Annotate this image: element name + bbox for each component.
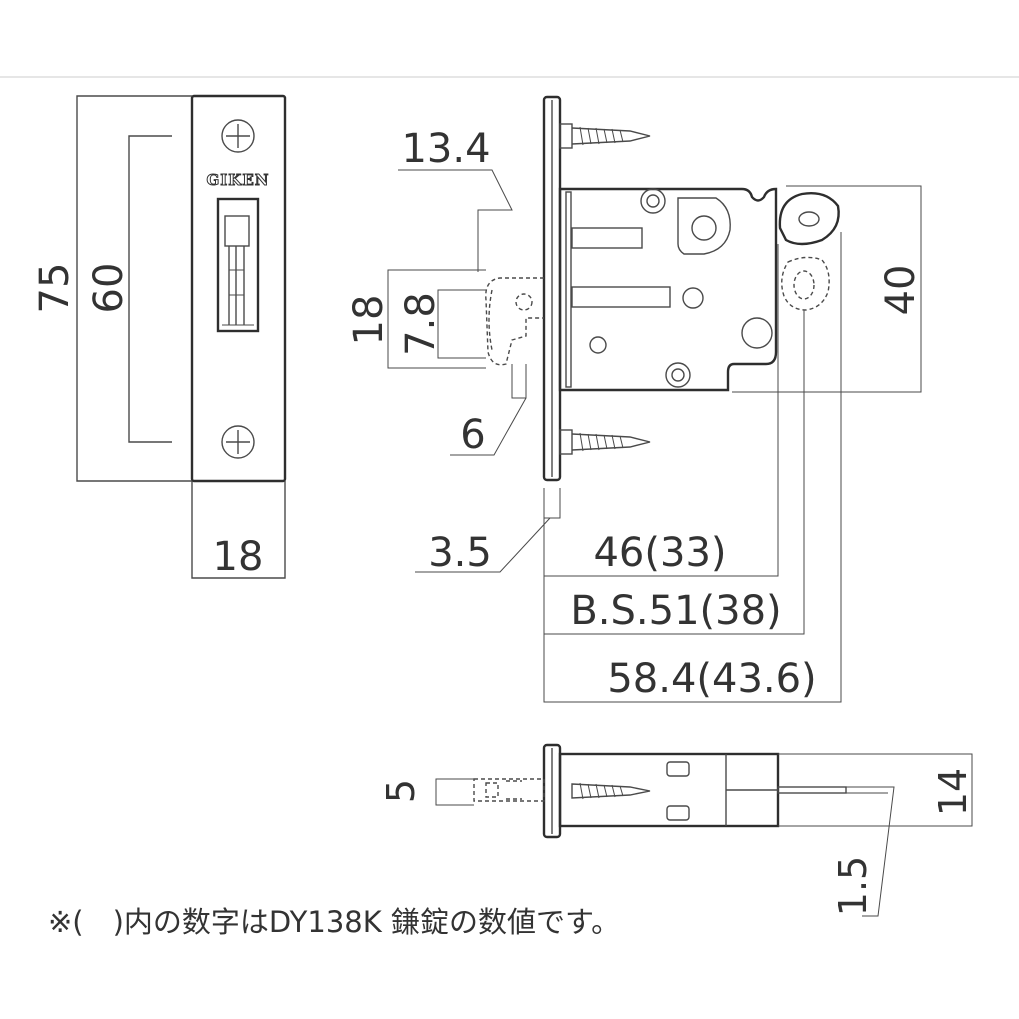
top-screw-icon-view (571, 783, 651, 799)
dim-faceplate-offset: 13.4 (401, 126, 490, 172)
top-view: 5 14 1.5 (379, 743, 975, 917)
footnote: ※( )内の数字はDY138K 鎌錠の数値です。 (48, 905, 620, 939)
dim-overall-depth: 58.4(43.6) (607, 656, 816, 702)
lever-arm (778, 192, 840, 246)
brand-logo: GIKEN (206, 171, 269, 189)
upper-wood-screw-icon (559, 123, 651, 149)
dim-body-height: 40 (878, 265, 924, 316)
cam-plate (677, 197, 731, 255)
dim-hook-height: 18 (346, 295, 392, 346)
dim-top-thickness: 5 (379, 779, 423, 803)
bottom-rivet-icon (665, 362, 691, 388)
dim-hook-inner: 7.8 (398, 292, 444, 356)
upper-slot (571, 227, 643, 249)
dim-front-height: 75 (32, 263, 78, 314)
faceplate-outline (190, 94, 287, 483)
dim-backset: B.S.51(38) (570, 588, 781, 634)
side-view: 13.4 18 7.8 6 3.5 40 46(33) B.S.51(38) 5… (346, 95, 924, 703)
spindle-pin (777, 786, 847, 794)
top-rivet-icon (640, 188, 666, 214)
hook-window (216, 197, 260, 333)
dim-faceplate-thickness: 3.5 (428, 530, 492, 576)
dim-body-depth: 46(33) (593, 530, 726, 576)
lock-case (558, 187, 778, 392)
dim-top-width: 14 (931, 768, 975, 816)
middle-slot (571, 286, 671, 308)
dim-top-spindle: 1.5 (831, 856, 875, 916)
dim-screw-pitch: 60 (86, 263, 132, 314)
dim-hook-depth: 6 (460, 412, 485, 458)
hook-dashed (485, 277, 544, 366)
lever-alt-position (781, 256, 830, 311)
bottom-screw-icon (221, 425, 255, 459)
front-view: GIKEN 75 60 18 (32, 94, 287, 580)
top-screw-icon (221, 119, 255, 153)
lower-wood-screw-icon (559, 429, 651, 455)
dim-front-width: 18 (213, 534, 264, 580)
